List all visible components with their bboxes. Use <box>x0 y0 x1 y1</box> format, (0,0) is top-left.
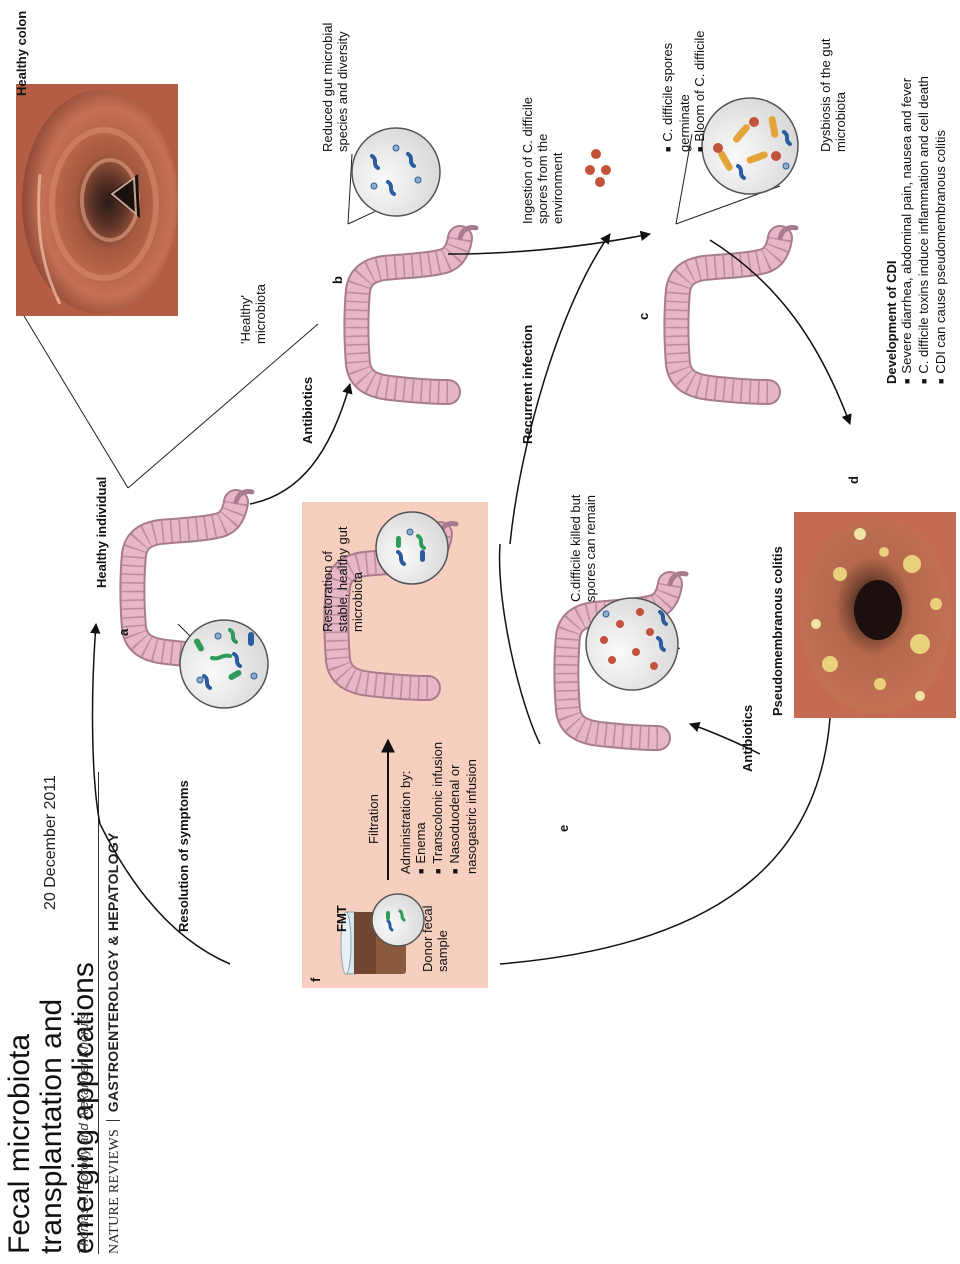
panel-b-letter: b <box>330 276 345 284</box>
arrow-resolution <box>99 823 231 965</box>
healthy-microbiota-label: 'Healthy' microbiota <box>238 284 268 344</box>
panel-c-bullet: C. difficile spores germinate <box>660 2 692 152</box>
admin-item: Enema <box>413 704 430 874</box>
pseudomembranous-label: Pseudomembranous colitis <box>770 546 785 716</box>
antibiotics-de-label: Antibiotics <box>740 704 755 772</box>
ingested-spores <box>585 149 611 187</box>
resolution-label: Resolution of symptoms <box>176 780 191 932</box>
panel-c-bullet: Bloom of C. difficile <box>692 2 709 152</box>
panel-e-letter: e <box>556 824 571 832</box>
panel-a-label: Healthy individual <box>94 476 109 588</box>
fmt-label: FMT <box>334 905 349 932</box>
lens-c-bacteria <box>713 116 792 180</box>
admin-list: Enema Transcolonic infusion Nasoduodenal… <box>413 704 479 874</box>
recurrent-infection-label: Recurrent infection <box>520 324 535 444</box>
arrow-a-to-b <box>249 382 353 505</box>
arrow-recurrent <box>509 233 611 545</box>
donor-label: Donor fecal sample <box>420 905 450 972</box>
antibiotics-ab-label: Antibiotics <box>300 376 315 444</box>
arrow-d-to-f <box>499 717 831 965</box>
healthy-colon-label: Healthy colon <box>14 10 29 96</box>
arrow-c-to-d <box>709 239 852 425</box>
lens-e <box>585 597 679 691</box>
panel-b-colon <box>357 227 477 392</box>
panel-a-letter: a <box>116 628 131 636</box>
cdi-bullet: CDI can cause pseudomembranous colitis <box>933 4 950 384</box>
pseudomembranous-colitis-photo <box>794 512 956 718</box>
lens-a-bacteria <box>193 628 258 690</box>
filtration-label: Filtration <box>366 794 381 844</box>
cdi-block: Development of CDI Severe diarrhea, abdo… <box>884 4 950 384</box>
admin-item: Nasoduodenal or nasogastric infusion <box>447 704 479 874</box>
arrow-d-to-e <box>689 722 761 755</box>
arrow-to-a <box>90 622 101 825</box>
cdi-bullet: C. difficile toxins induce inflammation … <box>916 4 933 384</box>
panel-d-letter: d <box>846 476 861 484</box>
cdi-bullet: Severe diarrhea, abdominal pain, nausea … <box>899 4 916 384</box>
dysbiosis-label: Dysbiosis of the gut microbiota <box>818 38 848 152</box>
lens-e-spores <box>600 608 668 670</box>
restoration-label: Restoration of stable, healthy gut micro… <box>320 526 365 632</box>
cdi-title: Development of CDI <box>884 260 899 384</box>
cdi-bullets: Severe diarrhea, abdominal pain, nausea … <box>899 4 950 384</box>
lens-b <box>351 127 441 217</box>
healthy-colon-photo <box>16 84 178 316</box>
lens-f-donor-bacteria <box>386 909 406 932</box>
lens-b-bacteria <box>370 144 422 196</box>
panel-c-letter: c <box>636 312 651 320</box>
panel-b-label: Reduced gut microbial species and divers… <box>320 22 350 152</box>
panel-f-letter: f <box>308 977 323 982</box>
arrow-b-to-c <box>447 230 652 255</box>
panel-c-colon <box>677 227 797 392</box>
ingestion-label: Ingestion of C. difficile spores from th… <box>520 97 565 224</box>
panel-c-bullets: C. difficile spores germinate Bloom of C… <box>660 2 709 152</box>
lens-a <box>179 619 269 709</box>
arrow-e-recurrent <box>498 543 541 745</box>
panel-e-label: C.difficile killed but spores can remain <box>568 494 598 602</box>
admin-item: Transcolonic infusion <box>430 704 447 874</box>
lens-f-bacteria <box>396 528 426 566</box>
admin-title: Administration by: <box>398 770 413 874</box>
admin-block: Administration by: Enema Transcolonic in… <box>398 704 479 874</box>
lens-f-donor <box>371 893 425 947</box>
lens-f-restoration <box>375 511 449 585</box>
